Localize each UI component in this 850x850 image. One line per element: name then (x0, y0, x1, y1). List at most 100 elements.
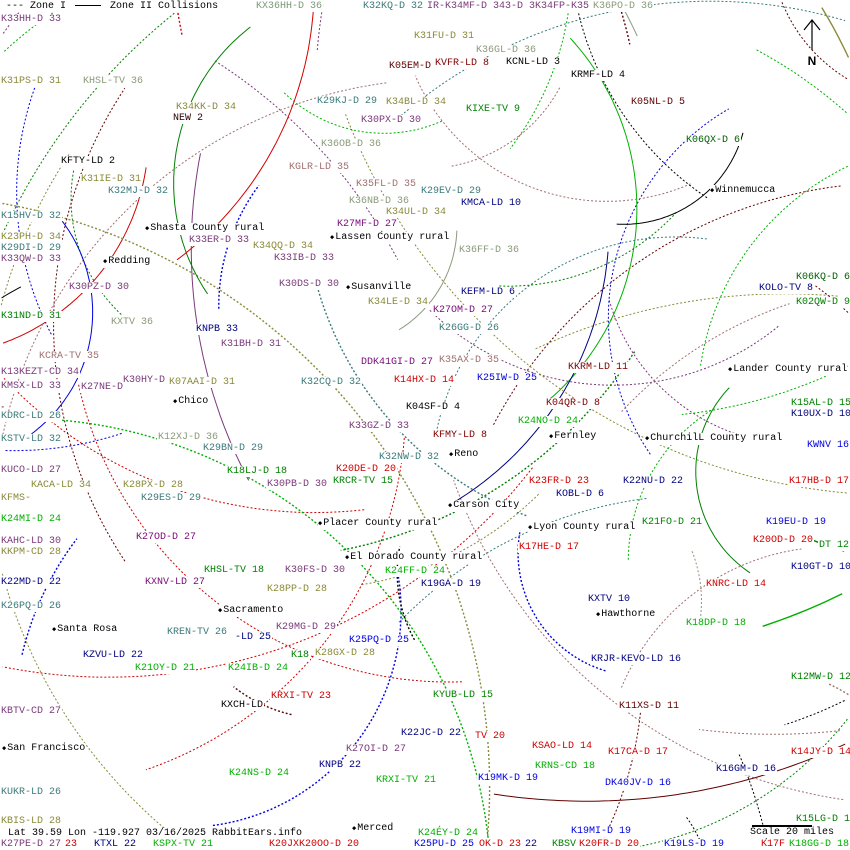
station-label[interactable]: KVFR-LD 8 (434, 58, 491, 69)
station-label[interactable]: K18 (290, 650, 311, 661)
station-label[interactable]: KOLO-TV 8 (758, 283, 815, 294)
station-label[interactable]: K33HH-D 33 (0, 14, 63, 25)
station-label[interactable]: K30PX-D 30 (360, 115, 423, 126)
station-label[interactable]: K30DS-D 30 (278, 279, 341, 290)
station-label[interactable]: K17F (760, 839, 787, 850)
station-label[interactable]: K34BL-D 34 (385, 97, 448, 108)
station-label[interactable]: KEFM-LD 6 (460, 287, 517, 298)
station-label[interactable]: KXNV-LD 27 (144, 577, 207, 588)
station-label[interactable]: K33ER-D 33 (188, 235, 251, 246)
station-label[interactable]: K30HY-D (122, 375, 167, 386)
station-label[interactable]: K36NB-D 36 (348, 196, 411, 207)
station-label[interactable]: K31FU-D 31 (413, 31, 476, 42)
station-label[interactable]: KUCO-LD 27 (0, 465, 63, 476)
station-label[interactable]: K26PQ-D 26 (0, 601, 63, 612)
station-label[interactable]: K28PP-D 28 (266, 584, 329, 595)
station-label[interactable]: K31BH-D 31 (220, 339, 283, 350)
station-label[interactable]: KTXL 22 (93, 839, 138, 850)
station-label[interactable]: K28PX-D 28 (122, 480, 185, 491)
station-label[interactable]: KSTV-LD 32 (0, 434, 63, 445)
station-label[interactable]: K24MI-D 24 (0, 514, 63, 525)
station-label[interactable]: K20OD-D 20 (752, 535, 815, 546)
station-label[interactable]: KCRA-TV 35 (38, 351, 101, 362)
station-label[interactable]: K24NS-D 24 (228, 768, 291, 779)
station-label[interactable]: K24IB-D 24 (227, 663, 290, 674)
station-label[interactable]: IR-K34MF-D 343-D 3K34FP-K35 (426, 1, 591, 12)
station-label[interactable]: K10GT-D 10 (790, 562, 850, 573)
station-label[interactable]: KRXI-TV 23 (270, 691, 333, 702)
station-label[interactable]: OK-D 23 (478, 839, 523, 850)
station-label[interactable]: K14JY-D 14 (790, 747, 850, 758)
station-label[interactable]: K22MD-D 22 (0, 577, 63, 588)
station-label[interactable]: K18GG-D 18 (788, 839, 850, 850)
station-label[interactable]: K31PS-D 31 (0, 76, 63, 87)
station-label[interactable]: K30PZ-D 30 (68, 282, 131, 293)
station-label[interactable]: K29DI-D 29 (0, 243, 63, 254)
station-label[interactable]: K27PE-D 27 (0, 839, 63, 850)
station-label[interactable]: K36PO-D 36 (592, 1, 655, 12)
station-label[interactable]: KFTY-LD 2 (60, 156, 117, 167)
station-label[interactable]: -LD 25 (234, 632, 273, 643)
station-label[interactable]: K12MW-D 12 (790, 672, 850, 683)
station-label[interactable]: KXCH-LD (220, 700, 265, 711)
station-label[interactable]: KHSL-TV 18 (203, 565, 266, 576)
station-label[interactable]: K22JC-D 22 (400, 728, 463, 739)
station-label[interactable]: KYUB-LD 15 (432, 690, 495, 701)
station-label[interactable]: K23PH-D 34 (0, 232, 63, 243)
station-label[interactable]: K15AL-D 15 (790, 398, 850, 409)
station-label[interactable]: K06KQ-D 6 (795, 272, 850, 283)
station-label[interactable]: K18DP-D 18 (685, 618, 748, 629)
station-label[interactable]: KRMF-LD 4 (570, 70, 627, 81)
station-label[interactable]: KRXI-TV 21 (375, 775, 438, 786)
station-label[interactable]: K25PQ-D 25 (348, 635, 411, 646)
station-label[interactable]: K33GZ-D 33 (348, 421, 411, 432)
station-label[interactable]: K11XS-D 11 (618, 701, 681, 712)
station-label[interactable]: KSPX-TV 21 (152, 839, 215, 850)
station-label[interactable]: K25PU-D 25 (413, 839, 476, 850)
station-label[interactable]: 22 (524, 839, 539, 850)
station-label[interactable]: KCNL-LD 3 (505, 57, 562, 68)
station-label[interactable]: K15HV-D 32 (0, 211, 63, 222)
station-label[interactable]: K28GX-D 28 (314, 648, 377, 659)
station-label[interactable]: K22NU-D 22 (622, 476, 685, 487)
station-label[interactable]: K10UX-D 10 (790, 409, 850, 420)
station-label[interactable]: K27NE-D (80, 382, 125, 393)
station-label[interactable]: KKPM-CD 28 (0, 547, 63, 558)
station-label[interactable]: KMCA-LD 10 (460, 198, 523, 209)
station-label[interactable]: K27OI-D 27 (345, 744, 408, 755)
station-label[interactable]: K05NL-D 5 (630, 97, 687, 108)
station-label[interactable]: K02QW-D 9 (795, 297, 850, 308)
station-label[interactable]: K32MJ-D 32 (107, 186, 170, 197)
station-label[interactable]: DT 12 (818, 540, 850, 551)
station-label[interactable]: K36GL-D 36 (475, 45, 538, 56)
station-label[interactable]: K19LS-D 19 (663, 839, 726, 850)
station-label[interactable]: K20JXK20OO-D 20 (268, 839, 361, 850)
station-label[interactable]: K13KEZT-CD 34 (0, 367, 81, 378)
station-label[interactable]: K15LG-D 15 (795, 814, 850, 825)
station-label[interactable]: K24FF-D 24 (384, 566, 447, 577)
station-label[interactable]: KRCR-TV 15 (332, 476, 395, 487)
station-label[interactable]: K35FL-D 35 (355, 179, 418, 190)
station-label[interactable]: K18LJ-D 18 (226, 466, 289, 477)
station-label[interactable]: K34LE-D 34 (367, 297, 430, 308)
station-label[interactable]: K34KK-D 34 (175, 102, 238, 113)
station-label[interactable]: KBTV-CD 27 (0, 706, 63, 717)
station-label[interactable]: KIXE-TV 9 (465, 104, 522, 115)
station-label[interactable]: KKRM-LD 11 (567, 362, 630, 373)
station-label[interactable]: K27MF-D 27 (336, 219, 399, 230)
station-label[interactable]: KUKR-LD 26 (0, 787, 63, 798)
station-label[interactable]: KMSX-LD 33 (0, 381, 63, 392)
station-label[interactable]: K29EV-D 29 (420, 186, 483, 197)
station-label[interactable]: KRNS-CD 18 (534, 761, 597, 772)
station-label[interactable]: K26GG-D 26 (438, 323, 501, 334)
station-label[interactable]: K31ND-D 31 (0, 311, 63, 322)
station-label[interactable]: NEW 2 (172, 113, 205, 124)
station-label[interactable]: KX36HH-D 36 (255, 1, 324, 12)
station-label[interactable]: KNRC-LD 14 (705, 579, 768, 590)
station-label[interactable]: K20FR-D 20 (578, 839, 641, 850)
station-label[interactable]: K06QX-D 6 (685, 135, 742, 146)
station-label[interactable]: K30PB-D 30 (266, 479, 329, 490)
station-label[interactable]: KWNV 16 (806, 440, 850, 451)
station-label[interactable]: KREN-TV 26 (166, 627, 229, 638)
station-label[interactable]: K19GA-D 19 (420, 579, 483, 590)
